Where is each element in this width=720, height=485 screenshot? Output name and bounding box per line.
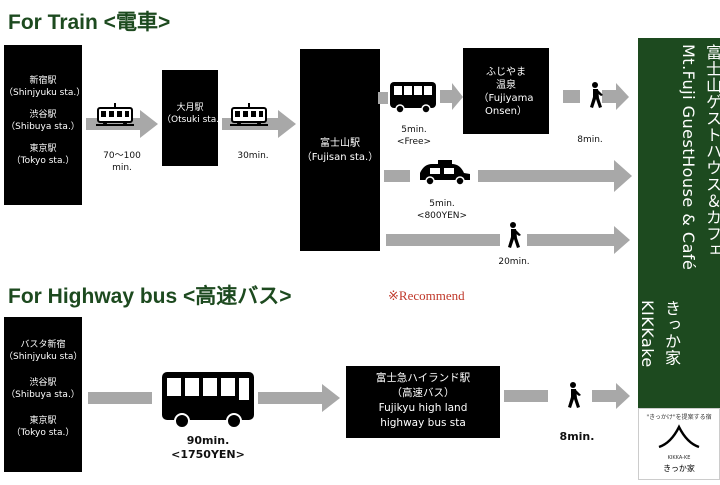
station-jp: 東京駅 (29, 416, 57, 426)
roof-icon (658, 424, 700, 449)
walk-option: 20min. (498, 257, 530, 267)
bus-price: <Free> (396, 137, 432, 147)
bus-duration: 90min. (186, 434, 230, 447)
bus-time: 5min. (401, 125, 427, 135)
walking-person-icon (508, 222, 521, 248)
fujiyama-onsen-block: ふじやま 温泉 （Fujiyama Onsen） (463, 48, 549, 134)
bus-icon (390, 82, 436, 114)
station-en: （Otsuki sta.） (162, 115, 229, 125)
arrow (386, 234, 500, 246)
highway-bus-icon (162, 372, 254, 429)
dest-kikkake-jp: きっか家 (662, 300, 681, 366)
station-en: （Shibuya sta.） (6, 390, 80, 400)
dest-kikkake-en: KIKKake (638, 300, 657, 368)
highway-heading: For Highway bus <高速バス> (8, 285, 292, 308)
station-en: （Shibuya sta.） (6, 122, 80, 132)
station-en: （Shinjyuku sta.） (4, 88, 86, 98)
onsen-jp2: 温泉 (496, 80, 516, 91)
arrow (378, 92, 388, 104)
recommend-note: ※Recommend (388, 288, 465, 303)
station-jp: 富士山駅 (320, 138, 360, 149)
arrow (504, 390, 548, 402)
dest-name-jp: 富士山ゲストハウス＆カフェ (703, 44, 720, 259)
onsen-en1: （Fujiyama (478, 93, 534, 104)
fujisan-station-block: 富士山駅 （Fujisan sta.） (300, 49, 380, 251)
onsen-en2: Onsen） (485, 106, 527, 117)
leg1-time: 70～100 min. (92, 150, 152, 174)
arrow (478, 160, 632, 192)
highway-origin-block: バスタ新宿 （Shinjyuku sta） 渋谷駅 （Shibuya sta.）… (4, 317, 82, 472)
bus-fare: <1750YEN> (171, 448, 245, 461)
highland-line3: Fujikyu high land (378, 402, 468, 414)
highland-station-block: 富士急ハイランド駅 （高速バス） Fujikyu high land highw… (346, 366, 500, 438)
walk-from-onsen: 8min. (577, 135, 603, 145)
highway-bus-info: 90min. <1750YEN> (160, 434, 256, 462)
station-en: （Tokyo sta.） (11, 156, 75, 166)
train-icon (230, 103, 268, 126)
walking-person-icon (590, 82, 603, 108)
arrow (88, 392, 152, 404)
onsen-jp1: ふじやま (486, 67, 526, 78)
station-en: （Fujisan sta.） (301, 152, 379, 163)
kikkake-logo: "きっかけ"を提案する宿 KIKKA-KE きっか家 (638, 408, 720, 480)
dest-name-en: Mt.Fuji GuestHouse & Café (679, 44, 698, 271)
leg1-time-line2: min. (112, 163, 132, 173)
destination-panel: 富士山ゲストハウス＆カフェ Mt.Fuji GuestHouse & Café … (638, 38, 720, 408)
highway-walk-time: 8min. (559, 430, 595, 443)
arrow (527, 226, 630, 254)
train-origin-block: 新宿駅 （Shinjyuku sta.） 渋谷駅 （Shibuya sta.） … (4, 45, 86, 205)
station-jp: バスタ新宿 (20, 340, 66, 350)
station-jp: 東京駅 (29, 144, 57, 154)
logo-name: きっか家 (663, 464, 695, 473)
arrow (592, 383, 630, 409)
train-heading: For Train <電車> (8, 11, 171, 34)
station-en: （Shinjyuku sta） (4, 352, 83, 362)
highland-line1: 富士急ハイランド駅 (375, 372, 471, 384)
station-jp: 大月駅 (176, 103, 204, 113)
logo-tagline: "きっかけ"を提案する宿 (646, 414, 712, 421)
logo-roman: KIKKA-KE (667, 455, 691, 461)
bus-option: 5min. <Free> (392, 124, 436, 148)
leg1-time-line1: 70～100 (103, 151, 141, 161)
arrow (384, 170, 410, 182)
taxi-time: 5min. (429, 199, 455, 209)
highland-line4: highway bus sta (380, 417, 466, 429)
arrow (258, 384, 340, 412)
walking-person-icon (568, 382, 581, 408)
otsuki-station-block: 大月駅 （Otsuki sta.） (162, 70, 229, 166)
taxi-price: <800YEN> (416, 211, 468, 221)
taxi-option: 5min. <800YEN> (412, 198, 472, 222)
arrow (563, 90, 580, 103)
highland-line2: （高速バス） (391, 387, 455, 399)
station-jp: 新宿駅 (29, 76, 57, 86)
station-jp: 渋谷駅 (29, 378, 57, 388)
train-icon (96, 103, 134, 126)
station-en: （Tokyo sta.） (11, 428, 75, 438)
arrow (602, 83, 629, 110)
arrow (440, 83, 463, 110)
taxi-icon (420, 160, 470, 186)
leg2-time: 30min. (237, 151, 269, 161)
station-jp: 渋谷駅 (29, 110, 57, 120)
